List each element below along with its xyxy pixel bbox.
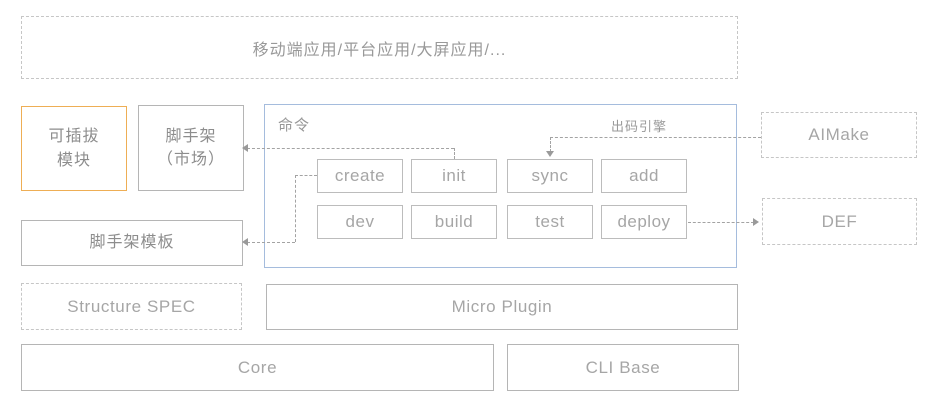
engine-label: 出码引擎 — [609, 116, 670, 135]
cli-base-label: CLI Base — [585, 357, 661, 377]
scaffold-market-label-line1: 脚手架 — [165, 127, 217, 145]
connector-segment — [688, 222, 754, 223]
arrowhead-left-icon — [242, 238, 248, 246]
structure-spec-box: Structure SPEC — [21, 283, 242, 330]
cli-base-box: CLI Base — [507, 344, 739, 391]
cmd-button-init: init — [411, 159, 497, 193]
arrowhead-down-icon — [546, 151, 554, 157]
arrowhead-right-icon — [753, 218, 759, 226]
cmd-button-deploy: deploy — [601, 205, 687, 239]
aimake-box: AIMake — [761, 112, 917, 158]
top-banner-label: 移动端应用/平台应用/大屏应用/... — [252, 41, 507, 59]
scaffold-template-box: 脚手架模板 — [21, 220, 243, 266]
pluggable-module-box: 可插拔 模块 — [21, 106, 127, 191]
core-box: Core — [21, 344, 494, 391]
connector-segment — [295, 175, 296, 242]
pluggable-module-label-line1: 可插拔 — [48, 128, 100, 146]
cmd-button-test: test — [507, 205, 593, 239]
scaffold-market-box: 脚手架 （市场） — [138, 105, 244, 191]
scaffold-template-label: 脚手架模板 — [89, 234, 175, 252]
cmd-button-dev: dev — [317, 205, 403, 239]
scaffold-market-label-line2: （市场） — [156, 151, 225, 168]
micro-plugin-label: Micro Plugin — [451, 297, 553, 316]
command-panel-title: 命令 — [278, 117, 311, 134]
cmd-button-sync: sync — [507, 159, 593, 193]
cmd-button-create: create — [317, 159, 403, 193]
connector-segment — [247, 242, 295, 243]
connector-segment — [295, 175, 317, 176]
aimake-label: AIMake — [808, 125, 870, 144]
connector-segment — [454, 148, 455, 159]
micro-plugin-box: Micro Plugin — [266, 284, 738, 330]
arrowhead-left-icon — [242, 144, 248, 152]
connector-segment — [247, 148, 454, 149]
pluggable-module-label-line2: 模块 — [56, 151, 91, 169]
connector-segment — [550, 137, 761, 138]
def-box: DEF — [762, 198, 917, 245]
connector-segment — [550, 137, 551, 152]
top-banner: 移动端应用/平台应用/大屏应用/... — [21, 16, 738, 79]
cmd-button-build: build — [411, 205, 497, 239]
command-panel: 命令 — [264, 104, 737, 268]
cmd-button-add: add — [601, 159, 687, 193]
structure-spec-label: Structure SPEC — [67, 296, 196, 316]
def-label: DEF — [821, 211, 858, 231]
core-label: Core — [237, 357, 278, 377]
